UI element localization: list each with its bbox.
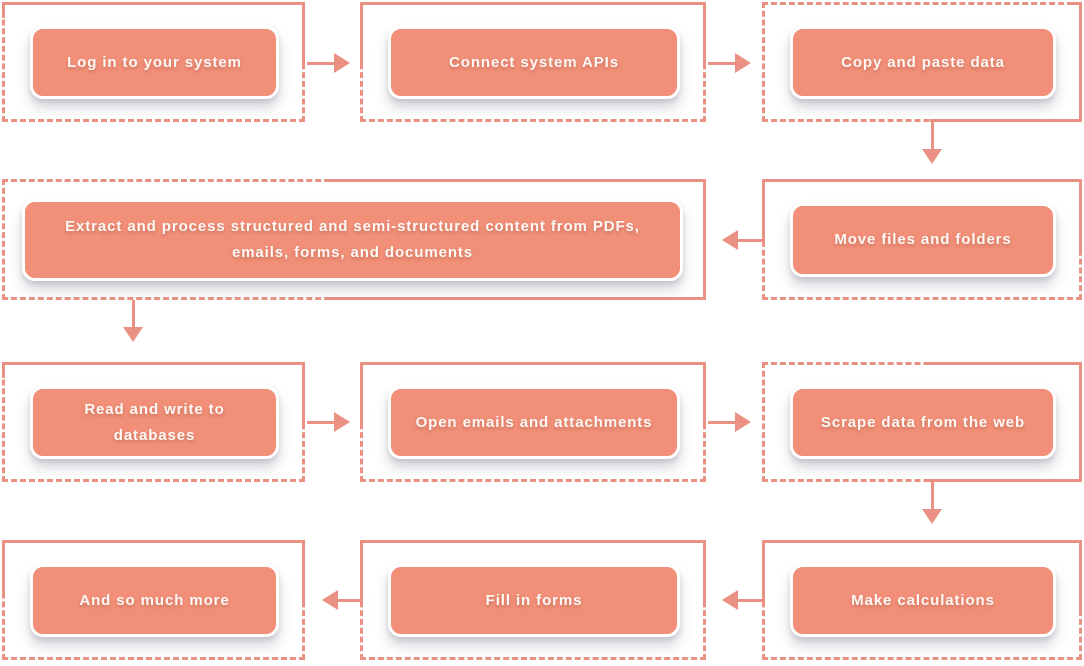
solid-border-segment bbox=[328, 297, 706, 300]
node-move-files-pill: Move files and folders bbox=[790, 203, 1056, 277]
node-more: And so much more bbox=[2, 540, 305, 660]
node-scrape-label: Scrape data from the web bbox=[820, 413, 1026, 431]
arrow-scrape-to-calculations-stem bbox=[930, 482, 934, 509]
node-calculations-label: Make calculations bbox=[851, 591, 995, 609]
solid-border-segment bbox=[762, 540, 765, 606]
arrow-forms-to-more-stem bbox=[338, 598, 360, 602]
node-forms-pill: Fill in forms bbox=[388, 564, 680, 637]
node-forms-label: Fill in forms bbox=[485, 591, 583, 609]
arrow-calculations-to-forms-stem bbox=[738, 598, 762, 602]
solid-border-segment bbox=[2, 540, 5, 598]
node-emails-label: Open emails and attachments bbox=[415, 413, 653, 431]
arrow-copy-paste-to-move-files-stem bbox=[930, 122, 934, 149]
node-extract-pill: Extract and process structured and semi-… bbox=[22, 199, 683, 281]
solid-border-segment bbox=[1079, 179, 1082, 253]
arrow-move-files-to-extract-head bbox=[722, 230, 738, 250]
arrow-databases-to-emails-head bbox=[334, 412, 350, 432]
arrow-extract-to-databases-head bbox=[123, 327, 143, 342]
node-calculations: Make calculations bbox=[762, 540, 1082, 660]
solid-border-segment bbox=[1068, 2, 1082, 5]
arrow-extract-to-databases-stem bbox=[131, 300, 135, 327]
solid-border-segment bbox=[360, 540, 706, 543]
solid-border-segment bbox=[1079, 2, 1082, 122]
arrow-emails-to-scrape-head bbox=[735, 412, 751, 432]
node-databases-label: Read and write to databases bbox=[84, 400, 225, 444]
arrow-calculations-to-forms-head bbox=[722, 590, 738, 610]
solid-border-segment bbox=[302, 2, 305, 68]
solid-border-segment bbox=[703, 2, 706, 66]
node-login-label: Log in to your system bbox=[67, 53, 242, 71]
solid-border-segment bbox=[302, 362, 305, 426]
solid-border-segment bbox=[2, 2, 305, 5]
solid-border-segment bbox=[360, 362, 363, 426]
solid-border-segment bbox=[2, 362, 5, 378]
solid-border-segment bbox=[2, 362, 305, 365]
arrow-scrape-to-calculations-head bbox=[922, 509, 942, 524]
node-databases-pill: Read and write to databases bbox=[30, 386, 279, 459]
node-extract: Extract and process structured and semi-… bbox=[2, 179, 706, 300]
node-copy-paste-pill: Copy and paste data bbox=[790, 26, 1056, 99]
arrow-login-to-apis-stem bbox=[307, 61, 334, 65]
solid-border-segment bbox=[762, 540, 1082, 543]
arrow-copy-paste-to-move-files-head bbox=[922, 149, 942, 164]
solid-border-segment bbox=[1079, 362, 1082, 482]
solid-border-segment bbox=[360, 2, 706, 5]
arrow-emails-to-scrape-stem bbox=[708, 420, 735, 424]
solid-border-segment bbox=[703, 540, 706, 606]
arrow-apis-to-copy-paste-head bbox=[735, 53, 751, 73]
node-login: Log in to your system bbox=[2, 2, 305, 122]
node-more-label: And so much more bbox=[79, 591, 230, 609]
node-copy-paste: Copy and paste data bbox=[762, 2, 1082, 122]
solid-border-segment bbox=[762, 179, 1082, 182]
node-apis: Connect system APIs bbox=[360, 2, 706, 122]
solid-border-segment bbox=[703, 362, 706, 426]
solid-border-segment bbox=[328, 179, 706, 182]
solid-border-segment bbox=[302, 540, 305, 606]
arrow-apis-to-copy-paste-stem bbox=[708, 61, 735, 65]
node-scrape: Scrape data from the web bbox=[762, 362, 1082, 482]
node-emails-pill: Open emails and attachments bbox=[388, 386, 680, 459]
node-apis-label: Connect system APIs bbox=[449, 53, 619, 71]
solid-border-segment bbox=[360, 540, 363, 606]
solid-border-segment bbox=[2, 2, 5, 18]
solid-border-segment bbox=[360, 362, 706, 365]
node-extract-label: Extract and process structured and semi-… bbox=[65, 218, 640, 261]
solid-border-segment bbox=[703, 179, 706, 300]
node-calculations-pill: Make calculations bbox=[790, 564, 1056, 637]
arrow-forms-to-more-head bbox=[322, 590, 338, 610]
solid-border-segment bbox=[930, 119, 1082, 122]
solid-border-segment bbox=[929, 479, 1082, 482]
node-move-files-label: Move files and folders bbox=[834, 231, 1012, 248]
solid-border-segment bbox=[929, 362, 1082, 365]
node-databases: Read and write to databases bbox=[2, 362, 305, 482]
node-forms: Fill in forms bbox=[360, 540, 706, 660]
node-move-files: Move files and folders bbox=[762, 179, 1082, 300]
solid-border-segment bbox=[1079, 540, 1082, 612]
solid-border-segment bbox=[762, 179, 765, 243]
node-copy-paste-label: Copy and paste data bbox=[841, 53, 1005, 71]
solid-border-segment bbox=[2, 540, 305, 543]
arrow-login-to-apis-head bbox=[334, 53, 350, 73]
node-more-pill: And so much more bbox=[30, 564, 279, 637]
node-scrape-pill: Scrape data from the web bbox=[790, 386, 1056, 459]
node-emails: Open emails and attachments bbox=[360, 362, 706, 482]
node-login-pill: Log in to your system bbox=[30, 26, 279, 99]
arrow-databases-to-emails-stem bbox=[307, 420, 334, 424]
solid-border-segment bbox=[360, 2, 363, 66]
node-apis-pill: Connect system APIs bbox=[388, 26, 680, 99]
arrow-move-files-to-extract-stem bbox=[738, 238, 762, 242]
